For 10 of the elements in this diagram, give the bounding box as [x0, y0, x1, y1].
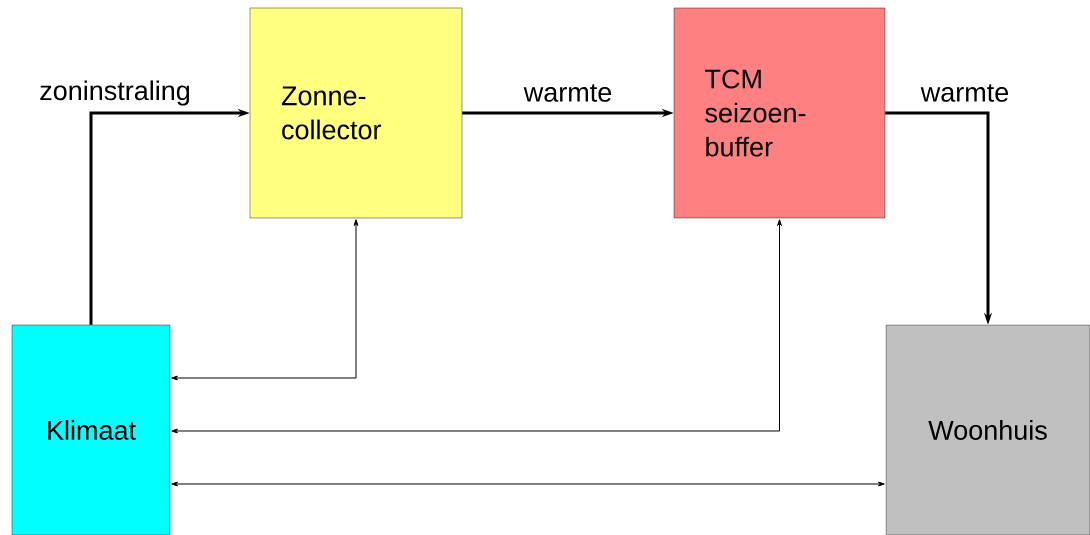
process-box: Zonne- collector [249, 7, 463, 219]
process-box: TCM seizoen- buffer [673, 7, 886, 219]
arrow [171, 219, 359, 381]
arrow [171, 481, 885, 487]
process-box: Klimaat [11, 324, 171, 535]
arrow [171, 219, 782, 434]
edge-label: warmte [919, 83, 1011, 103]
edge-label: warmte [522, 83, 614, 103]
process-box: Woonhuis [885, 324, 1090, 535]
edge-label: zoninstraling [38, 79, 192, 107]
